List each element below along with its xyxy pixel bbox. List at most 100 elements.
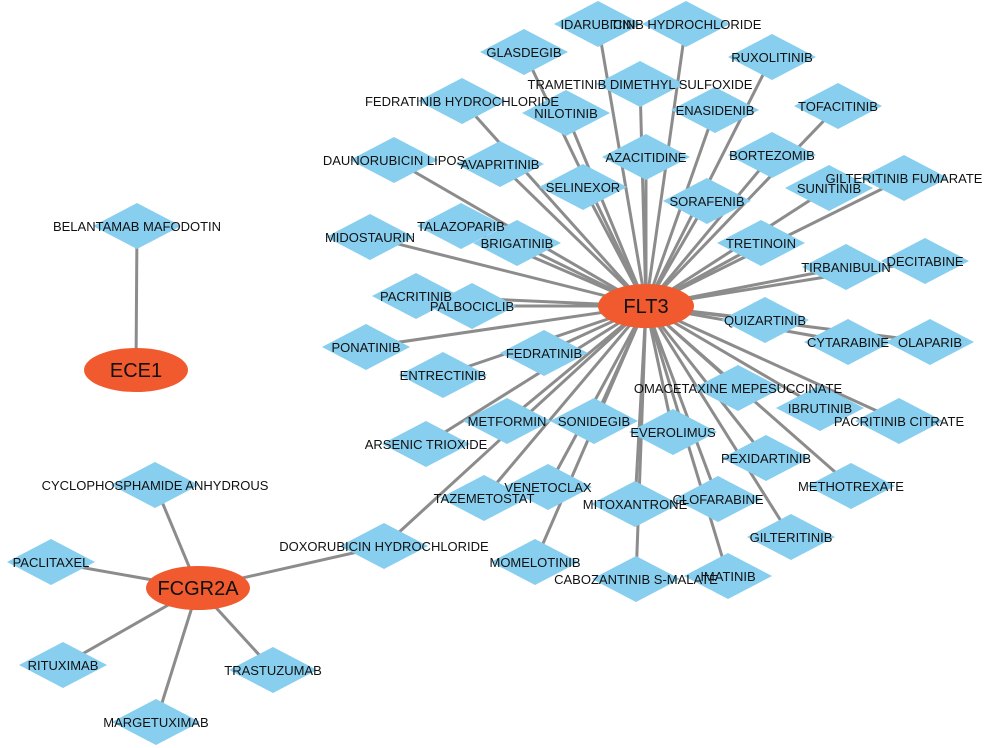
drug-node-tinib_hcl[interactable] (642, 1, 730, 47)
drug-node-metformin[interactable] (463, 398, 551, 444)
drug-node-pacritinib_citrate[interactable] (855, 398, 943, 444)
edge-flt3-venetoclax (546, 305, 648, 488)
drug-diamond (19, 642, 107, 688)
gene-node-ece1[interactable]: ECE1 (84, 348, 188, 392)
drug-diamond (684, 553, 772, 599)
drug-node-sunitinib[interactable] (785, 165, 873, 211)
drug-label-fedratinib: FEDRATINIB (506, 346, 582, 361)
drug-node-margetuximab[interactable] (112, 699, 200, 745)
drug-node-paclitaxel[interactable] (7, 539, 95, 585)
drug-node-daunorubicin[interactable] (350, 137, 438, 183)
drug-diamond (463, 398, 551, 444)
drug-diamond (7, 539, 95, 585)
drug-node-midostaurin[interactable] (326, 214, 414, 260)
drug-diamond (550, 398, 638, 444)
drug-diamond (794, 83, 882, 129)
gene-label: FCGR2A (157, 578, 239, 600)
drug-node-ibrutinib[interactable] (776, 385, 864, 431)
drug-diamond (399, 352, 487, 398)
drug-diamond (428, 283, 516, 329)
edge-flt3-arsenic (425, 304, 647, 446)
drug-node-avapritinib[interactable] (456, 141, 544, 187)
drug-label-tazemetostat: TAZEMETOSTAT (434, 491, 535, 506)
drug-node-momelotinib[interactable] (491, 539, 579, 585)
drug-node-azacitidine[interactable] (602, 134, 690, 180)
drug-node-clofarabine[interactable] (674, 476, 762, 522)
drug-node-enasidenib[interactable] (671, 87, 759, 133)
drug-label-margetuximab: MARGETUXIMAB (103, 715, 208, 730)
drug-node-sonidegib[interactable] (550, 398, 638, 444)
drug-label-trastuzumab: TRASTUZUMAB (224, 663, 322, 678)
drug-node-trastuzumab[interactable] (229, 647, 317, 693)
drug-node-tazemetostat[interactable] (440, 475, 528, 521)
drug-node-rituximab[interactable] (19, 642, 107, 688)
drug-node-brigatinib[interactable] (473, 220, 561, 266)
drug-label-ruxolitinib: RUXOLITINIB (731, 50, 813, 65)
drug-diamond (728, 132, 816, 178)
drug-node-doxorubicin[interactable] (340, 523, 428, 569)
drug-label-brigatinib: BRIGATINIB (481, 236, 554, 251)
edge-flt3-midostaurin (369, 235, 647, 308)
drug-node-palbociclib[interactable] (428, 283, 516, 329)
drug-node-pexidartinib[interactable] (722, 435, 810, 481)
drug-node-methotrexate[interactable] (807, 463, 895, 509)
drug-node-cabozantinib[interactable] (592, 556, 680, 602)
drug-diamond (629, 409, 717, 455)
drug-label-talazoparib: TALAZOPARIB (417, 219, 505, 234)
drug-label-pacritinib: PACRITINIB (380, 289, 452, 304)
drug-label-gilteritinib_fumarate: GILTERITINIB FUMARATE (826, 171, 983, 186)
drug-node-glasdegib[interactable] (480, 29, 568, 75)
drug-label-pexidartinib: PEXIDARTINIB (721, 451, 811, 466)
drug-node-fedratinib_hcl[interactable] (418, 78, 506, 124)
drug-label-methotrexate: METHOTREXATE (798, 479, 904, 494)
gene-ellipse (598, 284, 694, 328)
drug-node-arsenic[interactable] (382, 421, 470, 467)
drug-label-sonidegib: SONIDEGIB (558, 414, 630, 429)
drug-diamond (229, 647, 317, 693)
drug-label-midostaurin: MIDOSTAURIN (325, 230, 415, 245)
drug-label-glasdegib: GLASDEGIB (486, 45, 561, 60)
drug-node-selinexor[interactable] (539, 164, 627, 210)
drug-node-cytarabine[interactable] (804, 319, 892, 365)
drug-node-mitoxantrone[interactable] (591, 481, 679, 527)
drug-node-entrectinib[interactable] (399, 352, 487, 398)
drug-node-quizartinib[interactable] (721, 297, 809, 343)
drug-node-olaparib[interactable] (886, 319, 974, 365)
drug-label-quizartinib: QUIZARTINIB (724, 313, 806, 328)
drug-label-metformin: METFORMIN (468, 414, 547, 429)
drug-diamond (776, 385, 864, 431)
drug-node-cyclophosphamide[interactable] (111, 462, 199, 508)
drug-node-everolimus[interactable] (629, 409, 717, 455)
drug-node-talazoparib[interactable] (417, 203, 505, 249)
drug-node-imatinib[interactable] (684, 553, 772, 599)
gene-node-flt3[interactable]: FLT3 (598, 284, 694, 328)
drug-node-nilotinib[interactable] (522, 90, 610, 136)
drug-node-belantamab[interactable] (93, 203, 181, 249)
drug-node-tirbanibulin[interactable] (802, 244, 890, 290)
drug-node-ponatinib[interactable] (322, 324, 410, 370)
drug-diamond (602, 134, 690, 180)
drug-label-tretinoin: TRETINOIN (726, 236, 796, 251)
drug-node-idarubicin[interactable] (554, 1, 642, 47)
edge-flt3-tazemetostat (482, 305, 648, 499)
drug-node-gilteritinib[interactable] (747, 514, 835, 560)
drug-label-cabozantinib: CABOZANTINIB S-MALATE (554, 572, 718, 587)
drug-node-fedratinib[interactable] (500, 330, 588, 376)
gene-label: ECE1 (110, 360, 162, 382)
drug-label-nilotinib: NILOTINIB (534, 106, 598, 121)
drug-node-tretinoin[interactable] (717, 220, 805, 266)
drug-diamond (860, 155, 948, 201)
drug-node-omacetaxine[interactable] (694, 365, 782, 411)
drug-node-ruxolitinib[interactable] (728, 34, 816, 80)
gene-node-fcgr2a[interactable]: FCGR2A (146, 566, 250, 610)
drug-node-tofacitinib[interactable] (794, 83, 882, 129)
drug-node-bortezomib[interactable] (728, 132, 816, 178)
drug-node-trametinib[interactable] (596, 61, 684, 107)
drug-node-gilteritinib_fumarate[interactable] (860, 155, 948, 201)
drug-node-sorafenib[interactable] (663, 178, 751, 224)
edge-ece1-belantamab (134, 225, 139, 371)
gene-label: FLT3 (623, 296, 668, 318)
drug-node-decitabine[interactable] (881, 238, 969, 284)
